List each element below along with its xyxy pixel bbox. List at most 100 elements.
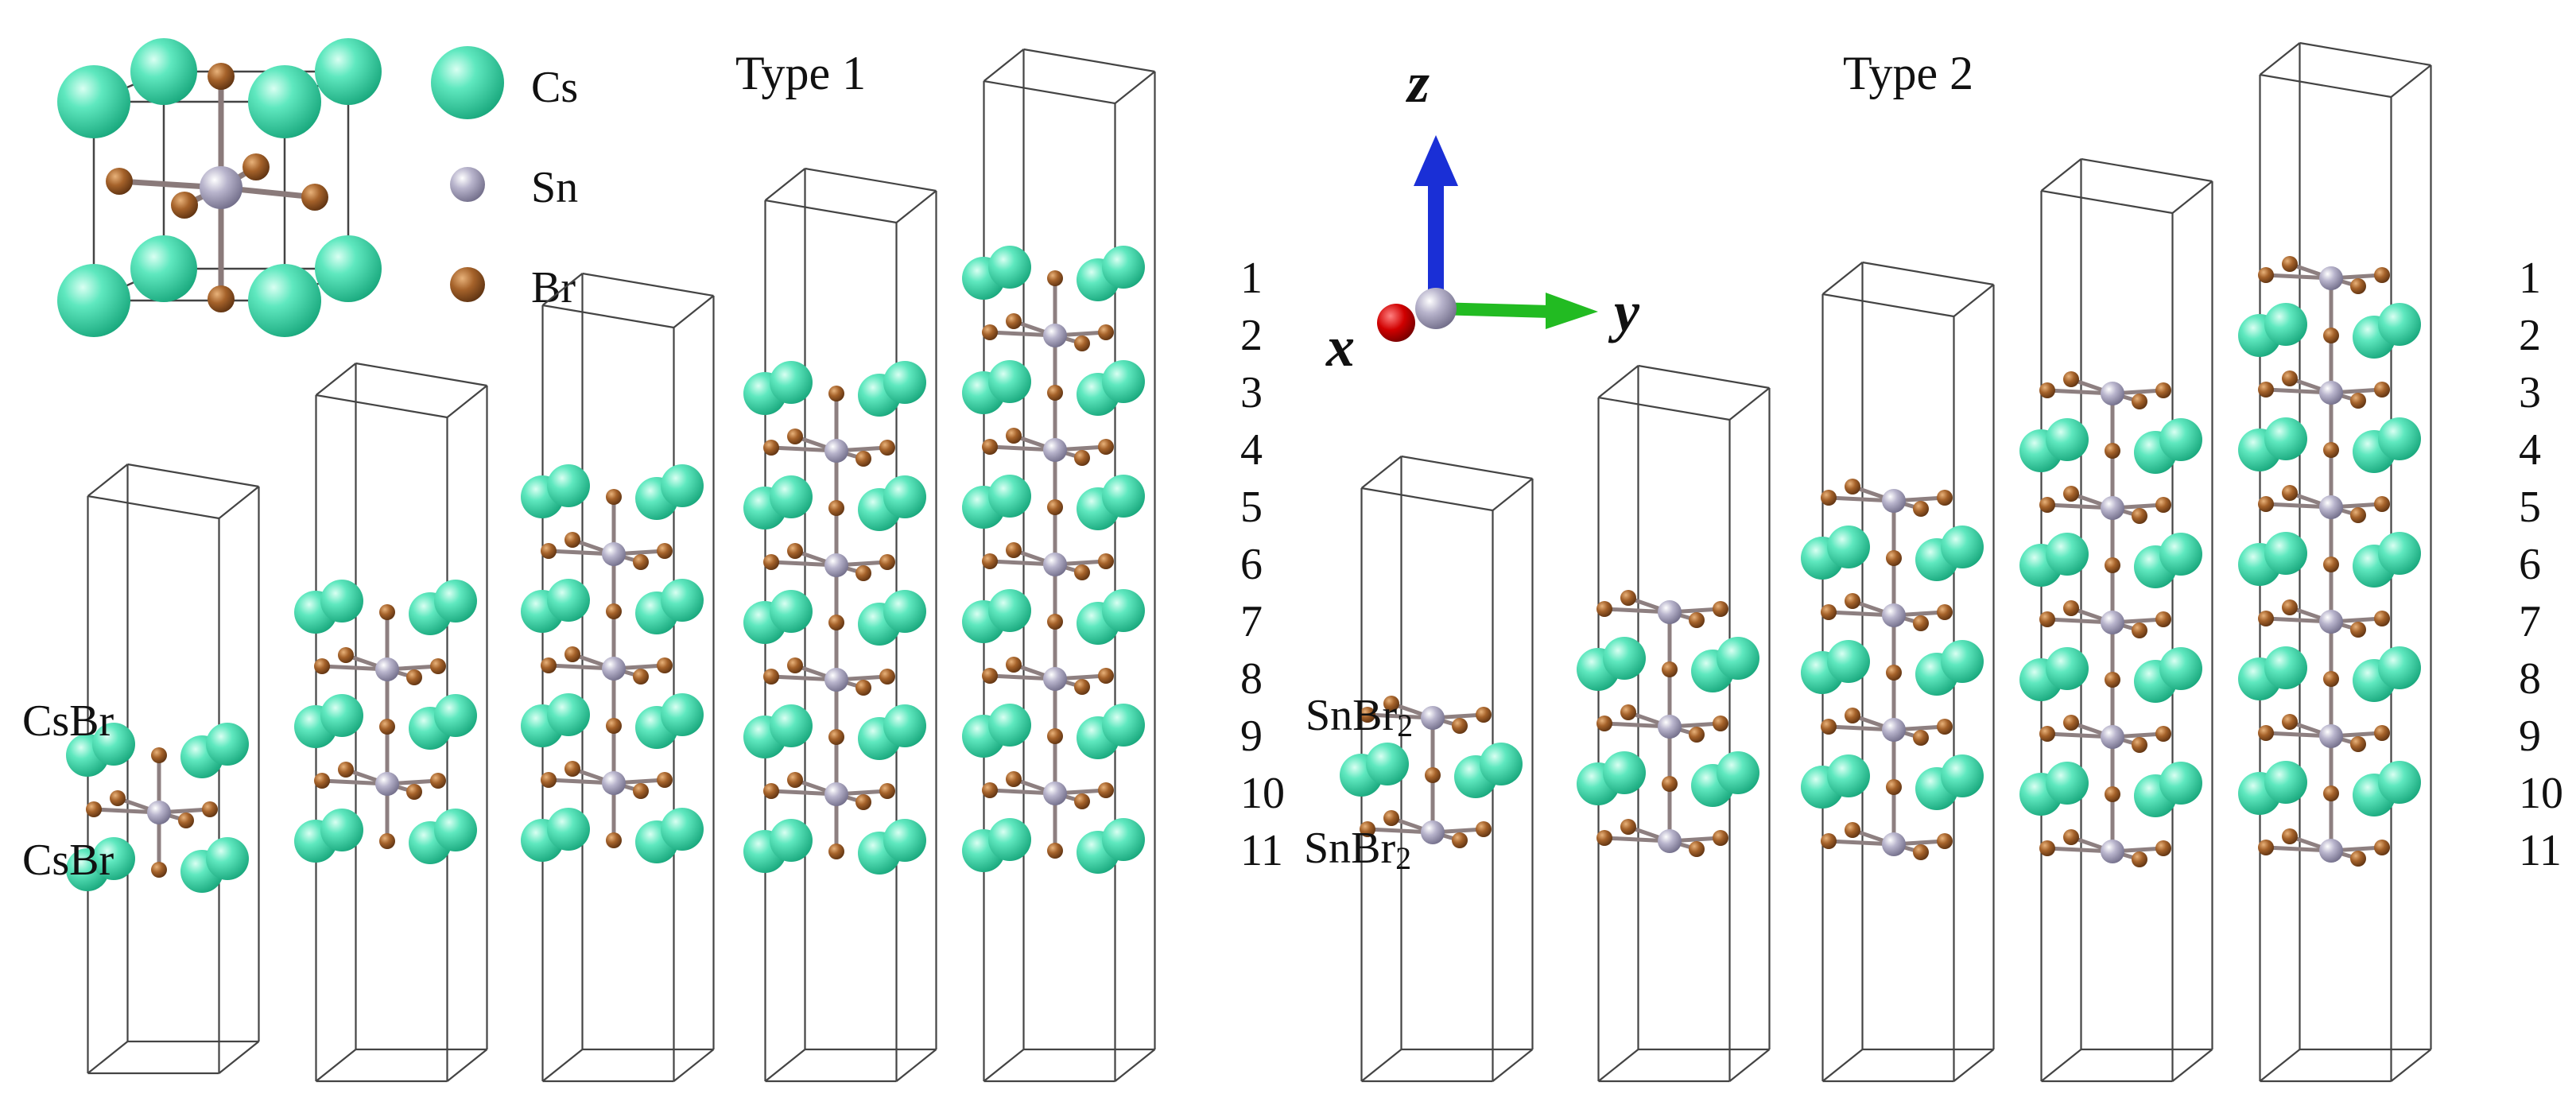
sn-atom [1043, 553, 1067, 576]
slab-cell-edge [2260, 73, 2392, 99]
slab-cell-edge [983, 48, 1025, 82]
slab-cell-edge [983, 1049, 1025, 1082]
br-atom [541, 772, 557, 788]
br-atom [633, 669, 649, 685]
br-atom [1098, 439, 1114, 455]
slab-cell-edge [805, 167, 937, 192]
sn-atom [147, 801, 171, 824]
br-atom [2350, 736, 2366, 752]
apical-br-atom [828, 386, 844, 401]
br-atom [2374, 496, 2390, 512]
br-atom [879, 669, 895, 685]
br-atom [2350, 278, 2366, 294]
layer-number-5: 5 [1240, 483, 1263, 532]
sn-atom [2319, 266, 2343, 290]
br-atom [633, 783, 649, 799]
cs-atom [883, 475, 926, 518]
unit-cell-cs-atom [130, 235, 197, 302]
slab-cell-edge [1360, 456, 1402, 489]
cs-atom [206, 837, 249, 880]
unit-cell-br-atom [242, 153, 270, 180]
cs-atom [2264, 303, 2307, 346]
slab-cell-edge [446, 385, 488, 418]
type1-top-surface-label: CsBr [22, 696, 114, 746]
cs-atom [320, 580, 363, 622]
br-atom [2258, 382, 2274, 398]
layer-number-9: 9 [2519, 712, 2541, 761]
slab-cell-edge [1598, 396, 1730, 421]
slab-cell-edge [1728, 387, 1771, 421]
layer-number-10: 10 [2519, 769, 2563, 818]
br-atom [657, 772, 673, 788]
axes-triad: z y x [1325, 51, 1640, 378]
apical-br-atom [151, 862, 167, 878]
slab-cell-edge [1821, 1049, 1864, 1082]
sn-atom [2101, 725, 2124, 749]
sn-atom [1421, 820, 1445, 844]
br-atom [564, 532, 580, 548]
apical-br-atom [1886, 550, 1902, 566]
slab-cell-edge [582, 272, 714, 297]
cs-atom [770, 475, 813, 518]
br-atom [982, 553, 998, 569]
br-atom [2374, 267, 2390, 283]
slab-structures [66, 41, 2432, 1083]
sn-atom [824, 782, 848, 806]
apical-br-atom [2105, 672, 2120, 688]
sn-atom [602, 771, 626, 795]
br-atom [982, 439, 998, 455]
type2-slab-3-layers [1340, 455, 1534, 1083]
legend-cs-swatch [431, 46, 504, 119]
sn-atom [2101, 611, 2124, 634]
cs-atom [1102, 818, 1145, 861]
legend: Cs Sn Br [431, 46, 578, 312]
sn-atom [2101, 382, 2124, 405]
unit-cell-br-atom [208, 63, 235, 90]
slab-cell-edge [315, 1049, 357, 1082]
apical-br-atom [1047, 270, 1063, 286]
br-atom [2374, 725, 2390, 741]
type1-slab-3-layers [66, 463, 260, 1075]
cs-atom [547, 579, 590, 622]
slab-cell-edge [541, 1049, 584, 1082]
slab-cell-edge [1492, 478, 1534, 511]
br-atom [879, 783, 895, 799]
apical-br-atom [606, 489, 622, 505]
y-axis-arrowhead [1546, 293, 1598, 329]
br-atom [564, 646, 580, 662]
sn-atom [2101, 840, 2124, 863]
br-atom [1383, 810, 1399, 826]
type2-slab-11-layers [2238, 41, 2432, 1083]
unit-cell-cs-atom [315, 38, 382, 105]
br-atom [1713, 830, 1728, 846]
br-atom [2132, 394, 2147, 409]
cs-atom [1603, 751, 1646, 794]
cs-atom [1480, 743, 1523, 785]
apical-br-atom [1047, 385, 1063, 401]
sn-atom [1882, 603, 1906, 627]
br-atom [430, 658, 446, 674]
layer-number-8: 8 [2519, 654, 2541, 704]
br-atom [2155, 382, 2171, 398]
sn-atom [1882, 489, 1906, 513]
type1-slab-9-layers [743, 167, 937, 1083]
z-axis-arrowhead [1414, 135, 1458, 186]
br-atom [1596, 830, 1612, 846]
br-atom [2282, 599, 2298, 615]
unit-cell-br-atom [301, 184, 328, 211]
br-atom [2374, 611, 2390, 626]
apical-br-atom [828, 615, 844, 630]
slab-cell-edge [1023, 48, 1155, 73]
br-atom [2258, 725, 2274, 741]
br-atom [1937, 604, 1953, 620]
sn-atom [375, 657, 399, 681]
apical-br-atom [379, 719, 395, 735]
br-atom [1937, 490, 1953, 506]
cs-atom [1102, 360, 1145, 403]
cs-atom [1827, 526, 1870, 568]
sn-atom [1043, 667, 1067, 691]
apical-br-atom [2105, 557, 2120, 573]
cs-atom [770, 590, 813, 633]
br-atom [787, 772, 803, 788]
